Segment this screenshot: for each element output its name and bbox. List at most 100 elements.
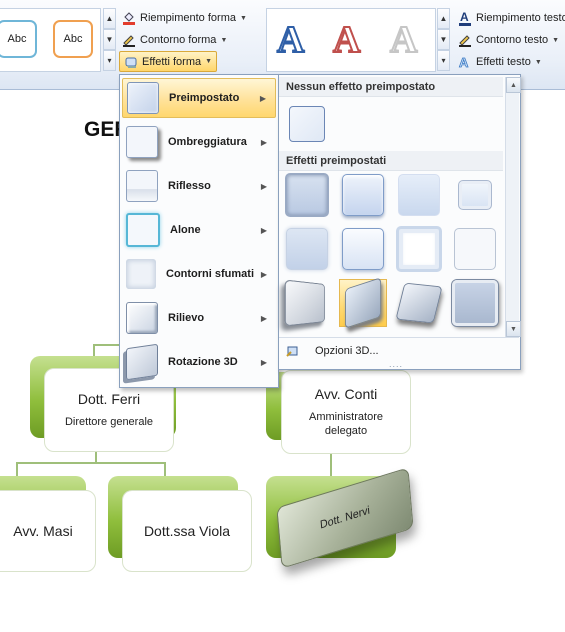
connector xyxy=(16,462,18,478)
menu-item-bevel[interactable]: Rilievo▶ xyxy=(122,298,276,338)
menu-item-3d-rotation[interactable]: Rotazione 3D▶ xyxy=(122,342,276,382)
text-fill-icon: A xyxy=(458,10,472,26)
3d-options-button[interactable]: Opzioni 3D... xyxy=(285,341,379,361)
preset-thumb-7[interactable] xyxy=(395,225,443,273)
menu-item-preset[interactable]: Preimpostato▶ xyxy=(122,78,276,118)
wordart-style-2[interactable]: A xyxy=(332,18,361,62)
submenu-arrow-icon: ▶ xyxy=(259,93,266,103)
shape-style-2[interactable]: Abc xyxy=(53,20,93,58)
resize-grip-icon[interactable]: .... xyxy=(389,359,404,369)
preset-thumb-8[interactable] xyxy=(451,225,499,273)
preset-thumb-1[interactable] xyxy=(283,171,331,219)
preset-thumb-shape xyxy=(458,180,492,210)
svg-text:A: A xyxy=(459,55,469,69)
pencil-icon xyxy=(122,33,136,47)
menu-item-shadow[interactable]: Ombreggiatura▶ xyxy=(122,122,276,162)
menu-item-glow[interactable]: Alone▶ xyxy=(122,210,276,250)
org-box-name: Dott. Ferri xyxy=(77,391,141,407)
text-fill-button[interactable]: A Riempimento testo xyxy=(458,10,565,26)
preset-thumb-10[interactable] xyxy=(339,277,387,329)
shape-style-1[interactable]: Abc xyxy=(0,20,37,58)
gallery-scroll-down-button[interactable]: ▼ xyxy=(103,29,116,50)
preset-thumb-shape xyxy=(398,174,440,216)
preset-effects-panel: Nessun effetto preimpostato Effetti prei… xyxy=(278,74,521,370)
preset-thumb-shape xyxy=(454,228,496,270)
3d-rotation-icon xyxy=(126,343,158,381)
preset-grid xyxy=(283,171,503,333)
preset-thumb-shape xyxy=(286,228,328,270)
preset-thumb-shape xyxy=(285,173,329,217)
preset-thumb-6[interactable] xyxy=(339,225,387,273)
scroll-down-button[interactable]: ▼ xyxy=(506,321,521,337)
shape-fill-button[interactable]: Riempimento forma▼ xyxy=(122,8,247,28)
preset-thumb-4[interactable] xyxy=(451,171,499,219)
wordart-style-3[interactable]: A xyxy=(389,18,418,62)
org-box-masi[interactable]: Avv. Masi xyxy=(0,490,96,572)
submenu-arrow-icon: ▶ xyxy=(260,313,267,323)
gallery-more-button[interactable]: ▾ xyxy=(103,50,116,71)
menu-item-soft-edges[interactable]: Contorni sfumati▶ xyxy=(122,254,276,294)
panel-separator xyxy=(279,337,519,338)
org-box-conti[interactable]: Avv. Conti Amministratore delegato xyxy=(281,370,411,454)
submenu-arrow-icon: ▶ xyxy=(260,137,267,147)
org-box-name: Dott.ssa Viola xyxy=(143,523,231,539)
preset-icon xyxy=(127,82,159,114)
preset-thumb-9[interactable] xyxy=(283,279,331,327)
scroll-up-button[interactable]: ▲ xyxy=(506,77,521,93)
reflection-icon xyxy=(126,170,158,202)
shape-effects-button[interactable]: Effetti forma▼ xyxy=(119,51,218,72)
preset-thumb-3[interactable] xyxy=(395,171,443,219)
preset-thumb-11[interactable] xyxy=(395,279,443,327)
connector xyxy=(95,452,97,464)
preset-thumb-5[interactable] xyxy=(283,225,331,273)
soft-edges-icon xyxy=(126,259,156,289)
pencil-icon xyxy=(458,33,472,47)
glow-icon xyxy=(126,213,160,247)
preset-thumb-shape xyxy=(342,174,384,216)
preset-thumb-12[interactable] xyxy=(451,279,499,327)
shape-effects-menu: Preimpostato▶ Ombreggiatura▶ Riflesso▶ A… xyxy=(119,74,279,388)
preset-thumb-shape xyxy=(284,279,326,327)
org-box-name: Dott. Nervi xyxy=(319,504,371,532)
no-effect-thumb[interactable] xyxy=(289,106,325,142)
paint-bucket-icon xyxy=(122,11,136,25)
svg-text:A: A xyxy=(460,10,469,24)
wordart-scroll-down-button[interactable]: ▼ xyxy=(437,29,450,50)
presets-header: Effetti preimpostati xyxy=(279,151,503,171)
3d-options-icon xyxy=(285,343,301,359)
bevel-icon xyxy=(126,302,158,334)
wordart-style-1[interactable]: A xyxy=(276,18,305,62)
preset-thumb-shape xyxy=(342,228,384,270)
shadow-icon xyxy=(126,126,158,158)
org-box-name: Avv. Conti xyxy=(314,386,378,402)
preset-thumb-shape xyxy=(396,226,442,272)
org-box-ferri[interactable]: Dott. Ferri Direttore generale xyxy=(44,368,174,452)
connector xyxy=(164,462,166,478)
org-box-role: Direttore generale xyxy=(64,416,154,428)
org-box-viola[interactable]: Dott.ssa Viola xyxy=(122,490,252,572)
submenu-arrow-icon: ▶ xyxy=(260,357,267,367)
no-preset-header: Nessun effetto preimpostato xyxy=(279,77,503,97)
text-outline-button[interactable]: Contorno testo▼ xyxy=(458,30,559,50)
gallery-scroll-up-button[interactable]: ▲ xyxy=(103,8,116,29)
shape-effects-icon xyxy=(124,55,138,69)
menu-item-reflection[interactable]: Riflesso▶ xyxy=(122,166,276,206)
ribbon: Abc Abc ▲ ▼ ▾ Riempimento forma▼ Contorn… xyxy=(0,0,565,90)
preset-thumb-2[interactable] xyxy=(339,171,387,219)
submenu-arrow-icon: ▶ xyxy=(260,269,267,279)
shape-outline-button[interactable]: Contorno forma▼ xyxy=(122,30,227,50)
wordart-styles-gallery xyxy=(266,8,436,72)
text-effects-icon: A xyxy=(458,55,472,71)
wordart-more-button[interactable]: ▾ xyxy=(437,50,450,71)
org-box-role: Amministratore delegato xyxy=(309,411,383,437)
document-title: GER xyxy=(84,118,130,141)
connector xyxy=(16,462,166,464)
preset-thumb-shape xyxy=(452,280,498,326)
org-box-name: Avv. Masi xyxy=(13,523,73,539)
preset-thumb-shape xyxy=(395,282,443,324)
submenu-arrow-icon: ▶ xyxy=(260,225,267,235)
text-effects-button[interactable]: A Effetti testo▼ xyxy=(458,55,542,71)
panel-scrollbar[interactable]: ▲ ▼ xyxy=(505,77,521,337)
connector xyxy=(93,344,95,356)
wordart-scroll-up-button[interactable]: ▲ xyxy=(437,8,450,29)
